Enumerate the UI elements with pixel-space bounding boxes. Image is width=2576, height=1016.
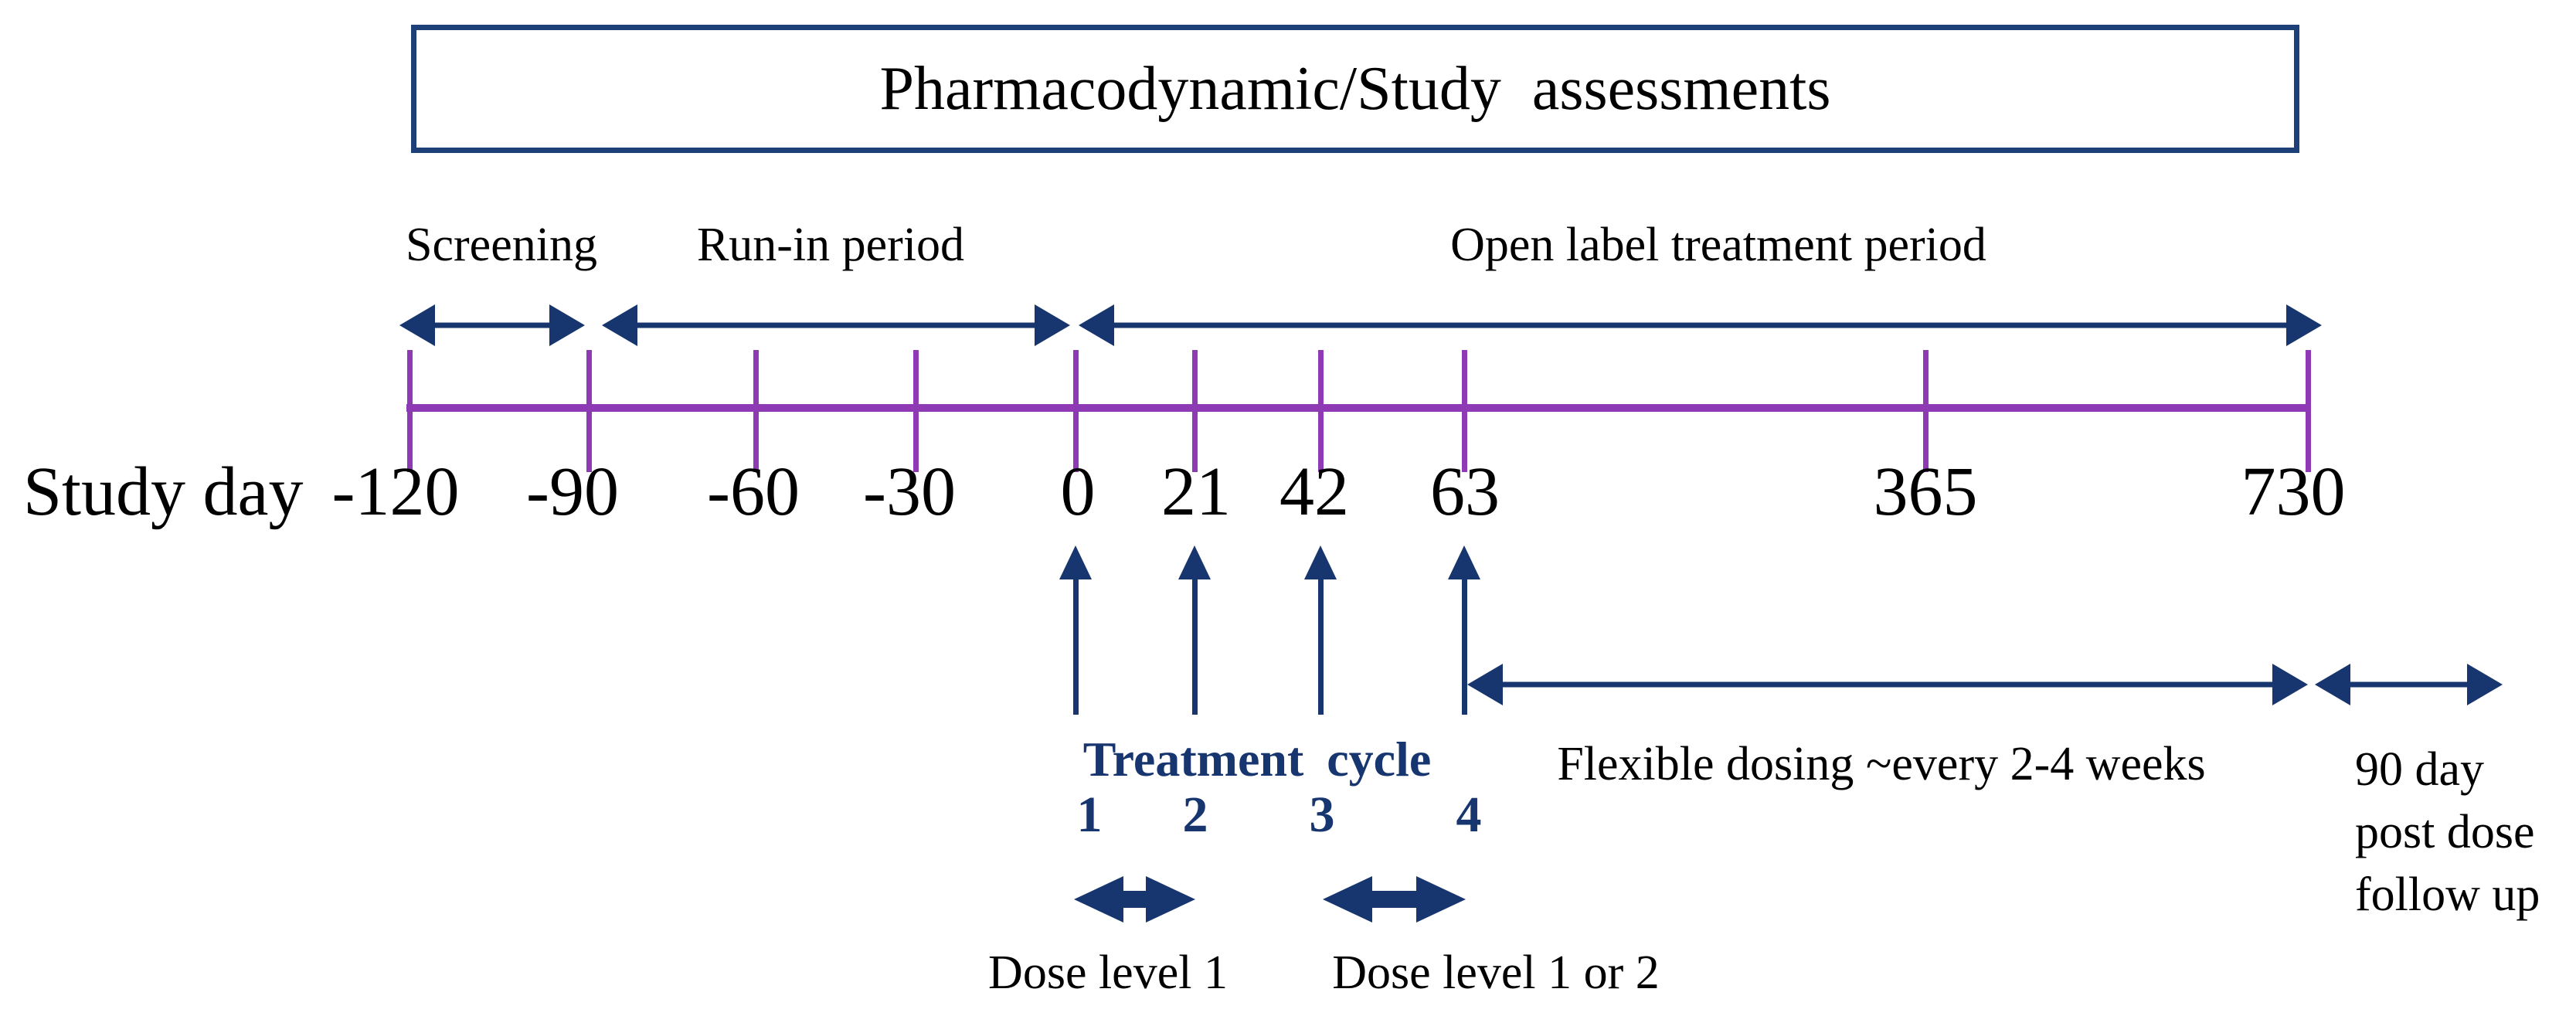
timeline-tick-day-21: [1192, 350, 1198, 472]
dose-level-arrow-1: [1074, 876, 1195, 923]
arrowhead-right-icon: [2467, 664, 2503, 705]
timeline-tick-day--60: [753, 350, 759, 472]
tick-label-day-21: 21: [1161, 454, 1231, 530]
period-label-1: Screening: [406, 219, 597, 271]
followup-line-3: follow up: [2355, 868, 2540, 921]
assessments-title-box: Pharmacodynamic/Study assessments: [411, 25, 2299, 153]
treatment-cycle-number-2: 2: [1182, 787, 1208, 843]
timeline-tick-day-730: [2306, 350, 2311, 472]
arrowhead-right-icon: [1416, 876, 1466, 923]
study-day-axis-label: Study day: [23, 454, 304, 530]
followup-arrow: [2315, 663, 2503, 706]
period-arrow-3: [1079, 304, 2322, 347]
timeline-tick-day-42: [1318, 350, 1324, 472]
arrow-shaft: [1105, 322, 2296, 328]
period-label-2: Run-in period: [696, 219, 965, 271]
tick-label-day--60: -60: [707, 454, 800, 530]
tick-label-day-42: 42: [1280, 454, 1349, 530]
dose-level-1-or-2-label: Dose level 1 or 2: [1332, 946, 1660, 999]
arrowhead-left-icon: [1467, 664, 1503, 705]
timeline-tick-day--30: [913, 350, 919, 472]
dose-administration-arrow-1: [1059, 545, 1093, 715]
timeline-tick-day--90: [586, 350, 592, 472]
arrow-shaft: [1317, 572, 1324, 715]
arrowhead-left-icon: [1079, 304, 1114, 346]
tick-label-day-365: 365: [1873, 454, 1978, 530]
tick-label-day-730: 730: [2241, 454, 2346, 530]
arrow-shaft: [1072, 572, 1079, 715]
tick-label-day--90: -90: [526, 454, 619, 530]
arrowhead-left-icon: [399, 304, 435, 346]
period-arrow-1: [399, 304, 585, 347]
arrow-shaft: [1191, 572, 1198, 715]
dose-administration-arrow-3: [1303, 545, 1337, 715]
arrowhead-right-icon: [2286, 304, 2322, 346]
arrow-shaft: [1360, 891, 1429, 908]
arrowhead-right-icon: [549, 304, 585, 346]
followup-line-1: 90 day: [2355, 743, 2485, 796]
arrowhead-right-icon: [1035, 304, 1070, 346]
period-arrow-2: [602, 304, 1070, 347]
treatment-cycle-number-1: 1: [1076, 787, 1103, 843]
arrow-shaft: [426, 322, 559, 328]
arrowhead-right-icon: [1146, 876, 1195, 923]
tick-label-day-0: 0: [1060, 454, 1096, 530]
tick-label-day-63: 63: [1430, 454, 1500, 530]
treatment-cycle-number-4: 4: [1456, 787, 1482, 843]
timeline-tick-day-63: [1462, 350, 1467, 472]
timeline-axis: [406, 404, 2309, 412]
timeline-tick-day-365: [1923, 350, 1929, 472]
tick-label-day--120: -120: [331, 454, 460, 530]
period-label-3: Open label treatment period: [1450, 219, 1986, 271]
arrow-shaft: [1494, 681, 2282, 688]
arrow-shaft: [2341, 681, 2476, 688]
arrowhead-left-icon: [1323, 876, 1372, 923]
dose-level-arrow-2: [1323, 876, 1466, 923]
treatment-cycle-number-3: 3: [1309, 787, 1335, 843]
timeline-tick-day--120: [407, 350, 413, 472]
arrowhead-left-icon: [602, 304, 637, 346]
followup-line-2: post dose: [2355, 806, 2535, 858]
dose-level-1-label: Dose level 1: [988, 946, 1228, 999]
tick-label-day--30: -30: [863, 454, 956, 530]
timeline-tick-day-0: [1073, 350, 1079, 472]
flexible-dosing-label: Flexible dosing ~every 2-4 weeks: [1557, 738, 2206, 790]
dose-administration-arrow-2: [1178, 545, 1212, 715]
arrowhead-left-icon: [1074, 876, 1123, 923]
arrow-shaft: [628, 322, 1044, 328]
followup-label: 90 day post dose follow up: [2355, 739, 2540, 926]
dose-administration-arrow-4: [1447, 545, 1481, 715]
flexible-dosing-arrow: [1467, 663, 2308, 706]
arrow-shaft: [1461, 572, 1467, 715]
assessments-title: Pharmacodynamic/Study assessments: [879, 54, 1831, 123]
arrowhead-left-icon: [2315, 664, 2350, 705]
arrowhead-right-icon: [2272, 664, 2308, 705]
treatment-cycle-label: Treatment cycle: [1082, 732, 1432, 787]
